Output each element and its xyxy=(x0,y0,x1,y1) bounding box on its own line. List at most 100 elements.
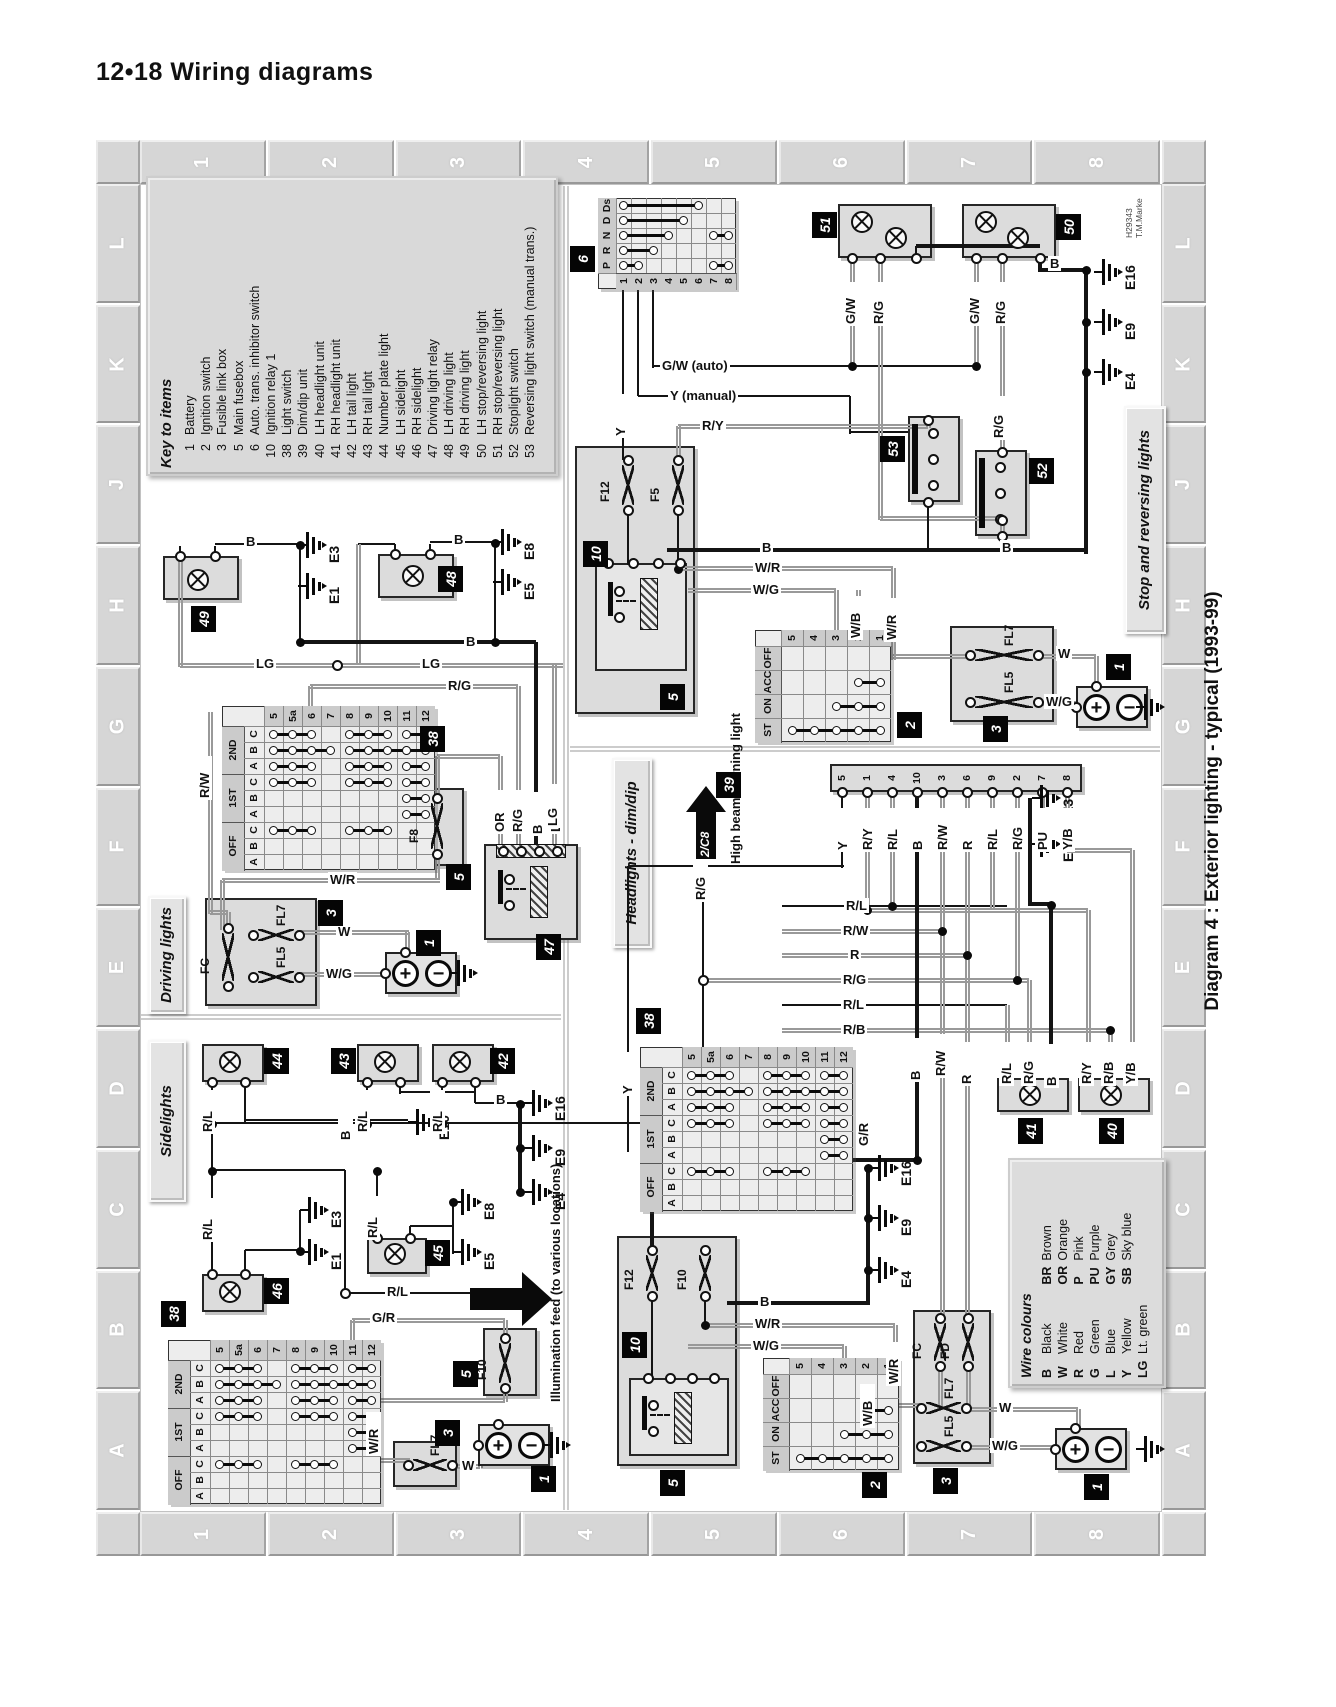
component-box xyxy=(913,1310,991,1464)
grid-col-label: 5 xyxy=(677,278,690,284)
wire-junction xyxy=(863,1265,873,1275)
legend-code: R xyxy=(1072,1368,1086,1378)
wire-label: R/G xyxy=(446,678,474,693)
legend-code: LG xyxy=(1136,1360,1150,1378)
section-label-headlights-dim-dip: Headlights - dim/dip xyxy=(612,758,652,948)
wire-label: G/W (auto) xyxy=(660,358,730,373)
wire-junction xyxy=(372,1166,382,1176)
fuse-element xyxy=(258,929,294,941)
grid-row-cell xyxy=(763,1446,790,1471)
frame-row-label-text: F xyxy=(1172,840,1195,854)
contact-pin xyxy=(883,1429,893,1439)
wire xyxy=(652,289,654,368)
frame-col-label-text: 3 xyxy=(446,1528,469,1540)
fuse-pin xyxy=(699,1290,711,1302)
frame-col-label: 5 xyxy=(651,140,777,184)
wire xyxy=(867,908,1088,910)
contact-pin xyxy=(679,216,688,225)
grid-col-label: 9 xyxy=(309,1347,321,1353)
grid-row-label: B xyxy=(248,746,260,754)
legend-colour-name: Grey xyxy=(1104,1233,1118,1261)
frame-row-label: K xyxy=(96,304,140,424)
ground-bar xyxy=(550,1432,553,1458)
contact-pin xyxy=(367,1363,376,1373)
grid-line xyxy=(789,1398,899,1399)
wire xyxy=(534,642,538,846)
contact-pin xyxy=(801,1070,810,1080)
fuse-pin xyxy=(293,929,305,941)
fuse-pin xyxy=(622,504,634,516)
grid-line xyxy=(283,706,284,870)
fuse-pin xyxy=(915,1440,927,1452)
wire xyxy=(516,686,518,846)
ground-bar xyxy=(306,532,309,558)
grid-row-label: ST xyxy=(770,1451,782,1465)
wire-label: R/L xyxy=(200,1090,215,1134)
contact-pin xyxy=(763,1086,772,1096)
ground-bar xyxy=(538,1139,541,1157)
contact-pin xyxy=(310,1411,319,1421)
contact-pin xyxy=(634,261,643,270)
wire xyxy=(1094,656,1096,688)
wire xyxy=(220,880,222,930)
contact-pin xyxy=(725,1118,734,1128)
wire-label: R/G xyxy=(693,858,708,902)
key-item-number: 38 xyxy=(280,444,295,458)
grid-col-label: 8 xyxy=(762,1054,774,1060)
light-switch-grid xyxy=(222,706,435,870)
frame-col-label-text: 6 xyxy=(830,1528,853,1540)
grid-col-label: 2 xyxy=(632,278,645,284)
component-number-plate: 3 xyxy=(933,1468,958,1494)
component-number-plate: 49 xyxy=(191,606,216,632)
wire xyxy=(638,395,850,397)
grid-line xyxy=(781,694,891,695)
wire-label: W xyxy=(997,1400,1014,1415)
grid-row-label: C xyxy=(194,1364,206,1372)
wire xyxy=(895,1403,921,1405)
component-number: 3 xyxy=(322,909,339,917)
frame-row-label: K xyxy=(1162,304,1206,424)
ground-stub xyxy=(449,972,458,974)
wire-label: B xyxy=(464,634,478,649)
wire-label: W/G xyxy=(751,1338,781,1353)
frame-row-label: L xyxy=(1162,184,1206,303)
grid-group-label: 2ND xyxy=(227,739,239,761)
component-number: 38 xyxy=(640,1013,657,1029)
grid-col-label: 3 xyxy=(647,278,660,284)
ground-stub xyxy=(1094,321,1103,323)
grid-row-label: ACC xyxy=(762,670,774,694)
wire-label: B xyxy=(338,1098,353,1142)
fuse-pin xyxy=(962,1360,974,1372)
legend-title: Wire colours xyxy=(1018,1293,1034,1378)
ground-bar xyxy=(1114,267,1117,277)
ground-tip xyxy=(473,970,478,976)
fuse-element xyxy=(258,971,294,983)
fuse-label: FC xyxy=(910,1343,924,1359)
key-item-number: 1 xyxy=(183,444,197,451)
contact-pin xyxy=(763,1118,772,1128)
ground-label: E9 xyxy=(1122,322,1138,340)
grid-line xyxy=(244,774,435,775)
contact-pin xyxy=(763,1070,772,1080)
grid-line xyxy=(248,1340,249,1504)
contact-pin xyxy=(307,729,316,739)
grid-col-label: 10 xyxy=(328,1344,340,1356)
frame-col-label-text: 7 xyxy=(957,1528,980,1540)
ground-bar xyxy=(1102,359,1105,385)
frame-row-label: B xyxy=(1162,1270,1206,1390)
wire-label: W/G xyxy=(324,966,354,981)
ground-bar xyxy=(318,540,321,550)
fuse-label: FC xyxy=(198,958,212,974)
key-item-number: 39 xyxy=(296,444,311,458)
key-item-label: Dim/dip unit xyxy=(296,369,311,435)
grid-row-label: R xyxy=(601,246,613,255)
ground-bar xyxy=(884,1209,887,1227)
fuse-element xyxy=(222,933,234,981)
wire-label: W xyxy=(460,1458,477,1473)
connector-pin xyxy=(1049,1443,1061,1455)
grid-col-label: 7 xyxy=(271,1347,283,1353)
relay-pin xyxy=(504,900,515,911)
wire-label: R/L xyxy=(999,1042,1014,1086)
